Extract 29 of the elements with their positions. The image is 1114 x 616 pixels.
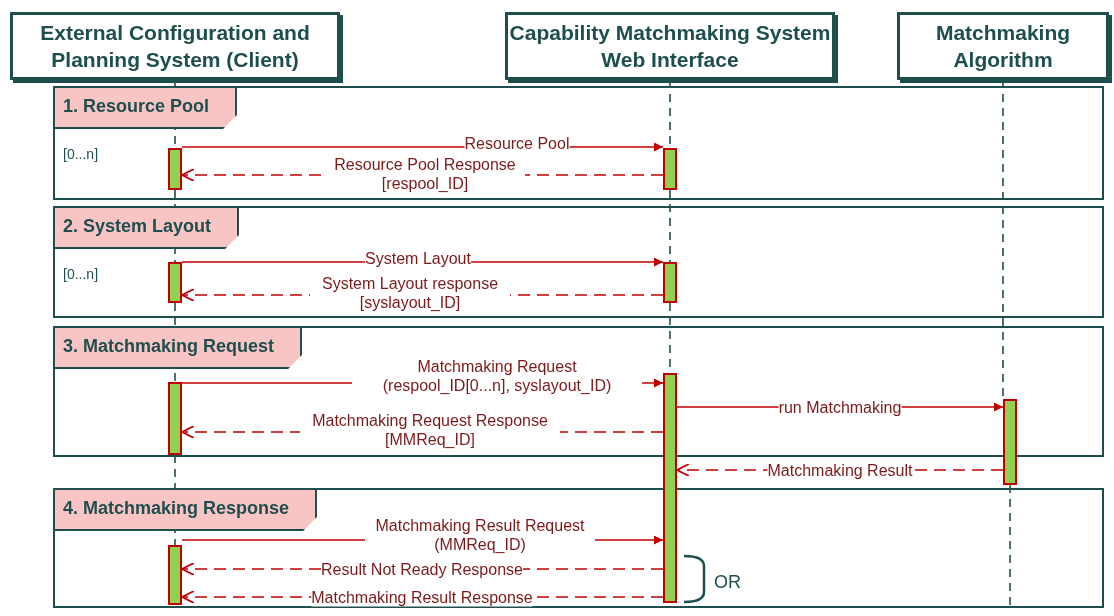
fragment-frame <box>53 206 1104 318</box>
activation-bar <box>168 262 182 303</box>
participant-title: External Configuration and Planning System (Client) <box>39 20 311 73</box>
message-label: Matchmaking Result Request (MMReq_ID) <box>365 516 595 554</box>
guard-label: [0...n] <box>63 146 99 162</box>
participant-box <box>10 12 340 80</box>
fragment-title: 2. System Layout <box>55 208 240 249</box>
lifeline <box>669 189 671 263</box>
fragment-title: 4. Matchmaking Response <box>55 490 318 531</box>
activation-bar <box>663 373 677 603</box>
participant-title: Capability Matchmaking System Web Interface <box>508 20 832 73</box>
participant-box <box>897 12 1109 80</box>
participant-title: Matchmaking Algorithm <box>934 20 1072 73</box>
activation-bar <box>168 382 182 455</box>
fragment-title: 3. Matchmaking Request <box>55 328 303 369</box>
participant-box <box>505 12 835 80</box>
activation-bar <box>168 545 182 605</box>
fragment-frame <box>53 86 1104 200</box>
activation-bar <box>1003 399 1017 485</box>
activation-bar <box>168 148 182 190</box>
activation-bar <box>663 262 677 303</box>
message-label: Resource Pool Response [respool_ID] <box>325 155 525 193</box>
message-label: System Layout response [syslayout_ID] <box>310 274 510 312</box>
guard-label: [0...n] <box>63 266 99 282</box>
fragment-title: 1. Resource Pool <box>55 88 238 129</box>
message-label: Matchmaking Request Response [MMReq_ID] <box>300 411 560 449</box>
note-label: OR <box>714 572 741 593</box>
message-label: Matchmaking Request (respool_ID[0...n], syslayout_ID) <box>352 357 642 395</box>
activation-bar <box>663 148 677 190</box>
